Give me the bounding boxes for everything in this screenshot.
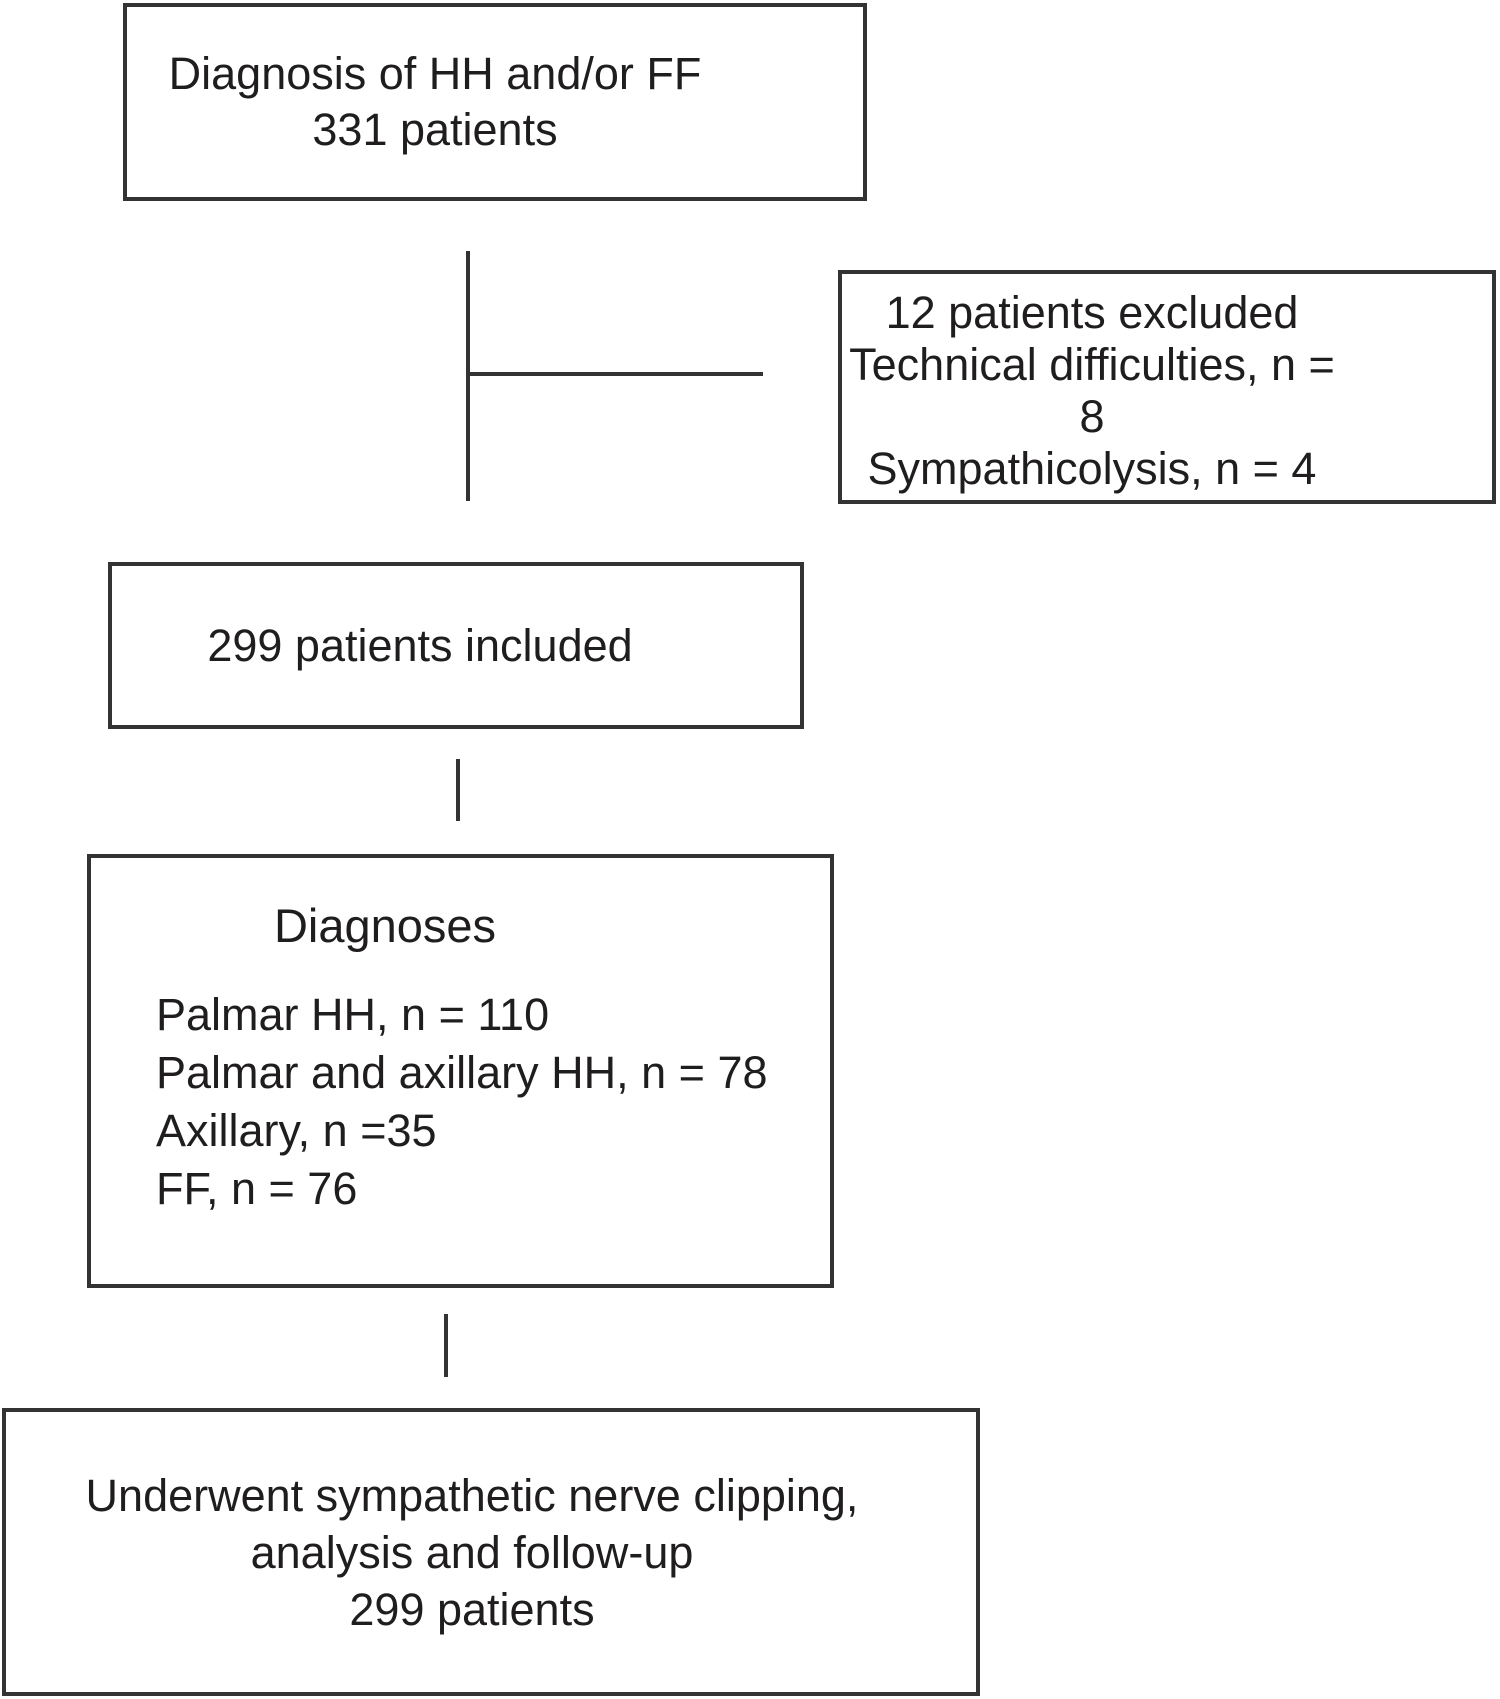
node-diagnosis-line-1: Diagnosis of HH and/or FF <box>168 48 702 99</box>
node-included-line-1: 299 patients included <box>207 619 633 671</box>
diagnoses-item-1: Palmar HH, n = 110 <box>156 989 550 1040</box>
node-excluded-line-3: Sympathicolysis, n = 4 <box>867 443 1317 494</box>
node-outcome-line-2: analysis and follow-up <box>250 1526 694 1578</box>
connector-branch-horizontal-line <box>468 372 763 376</box>
node-diagnoses: Diagnoses Palmar HH, n = 110 Palmar and … <box>87 854 834 1288</box>
connector-bottom-vertical-line <box>444 1314 448 1377</box>
connector-top-vertical-line <box>466 251 470 501</box>
node-outcome: Underwent sympathetic nerve clipping, an… <box>2 1408 980 1696</box>
node-excluded: 12 patients excluded Technical difficult… <box>838 270 1496 504</box>
node-diagnosis: Diagnosis of HH and/or FF 331 patients <box>123 3 867 201</box>
node-included: 299 patients included <box>108 562 804 729</box>
node-outcome-line-1: Underwent sympathetic nerve clipping, <box>85 1469 859 1521</box>
diagnoses-list: Palmar HH, n = 110 Palmar and axillary H… <box>156 986 830 1218</box>
node-outcome-line-3: 299 patients <box>349 1583 595 1635</box>
connector-mid-vertical-line <box>456 759 460 821</box>
node-diagnosis-line-2: 331 patients <box>312 104 558 155</box>
diagnoses-heading: Diagnoses <box>273 899 497 952</box>
node-excluded-line-2: Technical difficulties, n = 8 <box>849 339 1335 442</box>
diagnoses-item-2: Palmar and axillary HH, n = 78 <box>156 1047 768 1098</box>
node-excluded-line-1: 12 patients excluded <box>885 287 1299 338</box>
diagnoses-item-4: FF, n = 76 <box>156 1163 358 1214</box>
diagnoses-item-3: Axillary, n =35 <box>156 1105 437 1156</box>
